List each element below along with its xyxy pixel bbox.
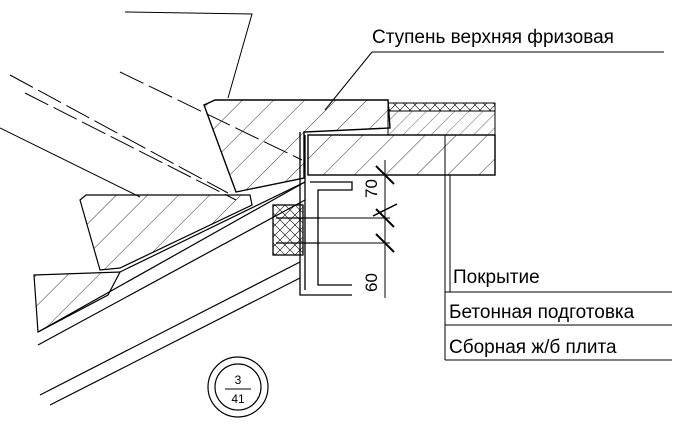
label-frieze-step: Ступень верхняя фризовая (372, 27, 614, 48)
dimension-70: 70 (362, 179, 381, 198)
label-precast-slab: Сборная ж/б плита (449, 337, 617, 358)
lower-step (33, 194, 253, 333)
floor-layers (307, 102, 496, 176)
node-marker-bottom: 41 (231, 392, 245, 406)
node-marker: 3 41 (207, 356, 269, 418)
dimension-60: 60 (362, 273, 381, 292)
frieze-step-section (203, 99, 391, 193)
stair-stringer (37, 181, 306, 406)
dimension-lines (318, 160, 398, 298)
node-marker-top: 3 (235, 373, 242, 387)
label-concrete-prep: Бетонная подготовка (449, 302, 635, 323)
label-leaders (324, 51, 672, 361)
label-covering: Покрытие (453, 267, 540, 288)
steel-channel (272, 132, 353, 296)
